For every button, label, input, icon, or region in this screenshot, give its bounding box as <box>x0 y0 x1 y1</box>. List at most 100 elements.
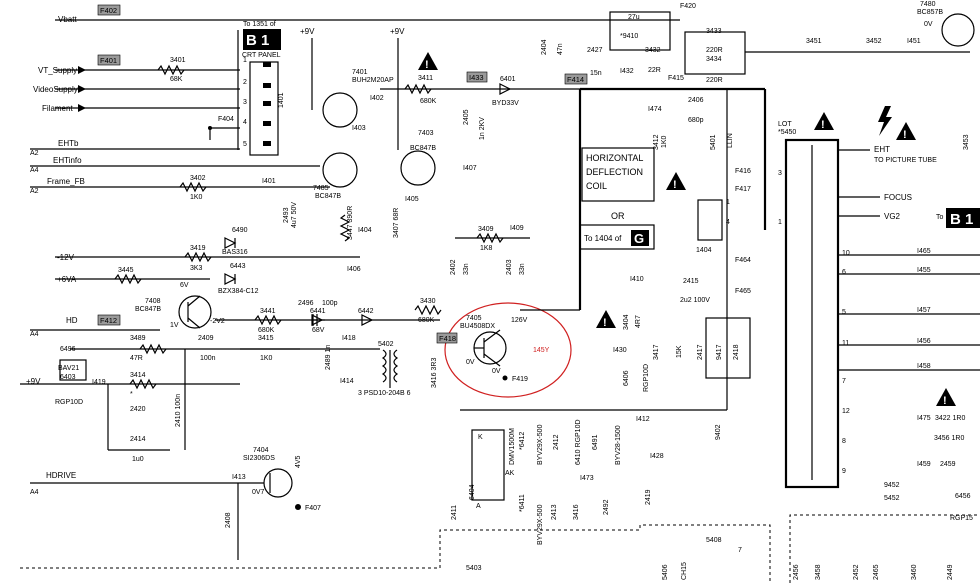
svg-text:4: 4 <box>243 119 247 126</box>
svg-text:100p: 100p <box>322 300 338 307</box>
svg-text:I413: I413 <box>232 474 246 481</box>
svg-text:4: 4 <box>726 219 730 226</box>
svg-text:1u0: 1u0 <box>132 456 144 463</box>
svg-text:SI2306DS: SI2306DS <box>243 455 275 462</box>
svg-text:TO PICTURE TUBE: TO PICTURE TUBE <box>874 157 937 164</box>
svg-text:7: 7 <box>738 547 742 554</box>
svg-text:3460: 3460 <box>911 564 918 580</box>
svg-text:9452: 9452 <box>884 482 900 489</box>
svg-text:6404: 6404 <box>469 484 476 500</box>
svg-text:*5450: *5450 <box>778 129 796 136</box>
svg-text:680K: 680K <box>418 317 435 324</box>
svg-text:2410 100n: 2410 100n <box>175 394 182 427</box>
svg-text:F465: F465 <box>735 288 751 295</box>
svg-text:BC857B: BC857B <box>917 9 943 16</box>
svg-text:7408: 7408 <box>145 298 161 305</box>
svg-text:47R: 47R <box>130 355 143 362</box>
svg-text:145Y: 145Y <box>533 347 550 354</box>
svg-text:I430: I430 <box>613 347 627 354</box>
svg-text:2405: 2405 <box>463 109 470 125</box>
svg-text:!: ! <box>821 119 825 131</box>
svg-text:2465: 2465 <box>873 564 880 580</box>
svg-text:Frame_FB: Frame_FB <box>47 177 85 186</box>
svg-text:6V: 6V <box>180 282 189 289</box>
svg-text:7480: 7480 <box>920 1 936 8</box>
flag-f402-text: F402 <box>100 6 117 15</box>
svg-text:A4: A4 <box>30 167 39 174</box>
svg-text:2413: 2413 <box>551 504 558 520</box>
svg-text:I475: I475 <box>917 415 931 422</box>
svg-text:K: K <box>478 434 483 441</box>
svg-text:F414: F414 <box>567 75 584 84</box>
svg-text:DMV1500M: DMV1500M <box>509 428 516 465</box>
svg-text:6491: 6491 <box>592 434 599 450</box>
svg-text:9417: 9417 <box>716 344 723 360</box>
deflection-coil-box <box>581 147 655 202</box>
svg-text:2449: 2449 <box>947 564 954 580</box>
svg-text:3K3: 3K3 <box>190 265 203 272</box>
svg-text:3453: 3453 <box>963 134 970 150</box>
svg-text:1K0: 1K0 <box>190 194 203 201</box>
svg-text:6442: 6442 <box>358 308 374 315</box>
svg-text:BC847B: BC847B <box>315 193 341 200</box>
svg-text:1: 1 <box>243 57 247 64</box>
svg-text:2406: 2406 <box>688 97 704 104</box>
svg-text:126V: 126V <box>511 317 528 324</box>
svg-text:3489: 3489 <box>130 335 146 342</box>
warning-icon-2: ! <box>666 172 686 191</box>
svg-text:5402: 5402 <box>378 341 394 348</box>
svg-text:F417: F417 <box>735 186 751 193</box>
svg-text:I459: I459 <box>917 461 931 468</box>
svg-text:6410 RGP10D: 6410 RGP10D <box>575 419 582 465</box>
svg-text:*: * <box>130 391 133 398</box>
svg-text:BAV21: BAV21 <box>58 365 79 372</box>
svg-text:2493: 2493 <box>283 207 290 223</box>
transistor-7408 <box>178 295 212 329</box>
svg-text:0V: 0V <box>924 21 933 28</box>
svg-text:6441: 6441 <box>310 308 326 315</box>
svg-text:FOCUS: FOCUS <box>884 193 912 202</box>
svg-text:I414: I414 <box>340 378 354 385</box>
svg-text:G: G <box>634 231 644 246</box>
svg-text:7: 7 <box>842 378 846 385</box>
svg-text:4R7: 4R7 <box>635 315 642 328</box>
svg-text:VideoSupply: VideoSupply <box>33 85 78 94</box>
svg-text:3404: 3404 <box>623 314 630 330</box>
svg-text:2419: 2419 <box>645 489 652 505</box>
svg-text:2411: 2411 <box>451 505 458 520</box>
svg-text:680K: 680K <box>258 327 275 334</box>
highlight-circle <box>444 302 572 398</box>
svg-text:BC847B: BC847B <box>410 145 436 152</box>
svg-text:F418: F418 <box>439 334 456 343</box>
svg-text:+6VA: +6VA <box>57 275 77 284</box>
svg-text:+9V: +9V <box>300 27 315 36</box>
svg-text:27u: 27u <box>628 14 640 21</box>
b1-panel-label: CRT PANEL <box>242 52 281 59</box>
svg-text:1K8: 1K8 <box>480 245 493 252</box>
svg-text:2418: 2418 <box>733 344 740 360</box>
svg-text:BAS316: BAS316 <box>222 249 248 256</box>
svg-text:7401: 7401 <box>352 69 368 76</box>
svg-text:I433: I433 <box>469 73 484 82</box>
svg-text:RGP10D: RGP10D <box>55 399 83 406</box>
svg-text:I432: I432 <box>620 68 634 75</box>
svg-text:I401: I401 <box>262 178 276 185</box>
svg-text:3456 1R0: 3456 1R0 <box>934 435 964 442</box>
svg-text:3452: 3452 <box>866 38 882 45</box>
svg-text:2417: 2417 <box>697 344 704 360</box>
svg-text:5408: 5408 <box>706 537 722 544</box>
connector-1404 <box>697 199 723 241</box>
svg-text:9: 9 <box>842 468 846 475</box>
mosfet-7404 <box>263 468 293 498</box>
svg-text:1: 1 <box>778 219 782 226</box>
svg-text:2404: 2404 <box>541 39 548 55</box>
svg-text:100n: 100n <box>200 355 216 362</box>
svg-text:!: ! <box>603 317 607 329</box>
transistor-7403 <box>400 150 436 186</box>
svg-text:1K0: 1K0 <box>260 355 273 362</box>
svg-text:B 1: B 1 <box>950 211 973 228</box>
svg-text:3432: 3432 <box>645 47 661 54</box>
svg-text:6456: 6456 <box>955 493 971 500</box>
svg-text:I403: I403 <box>352 125 366 132</box>
